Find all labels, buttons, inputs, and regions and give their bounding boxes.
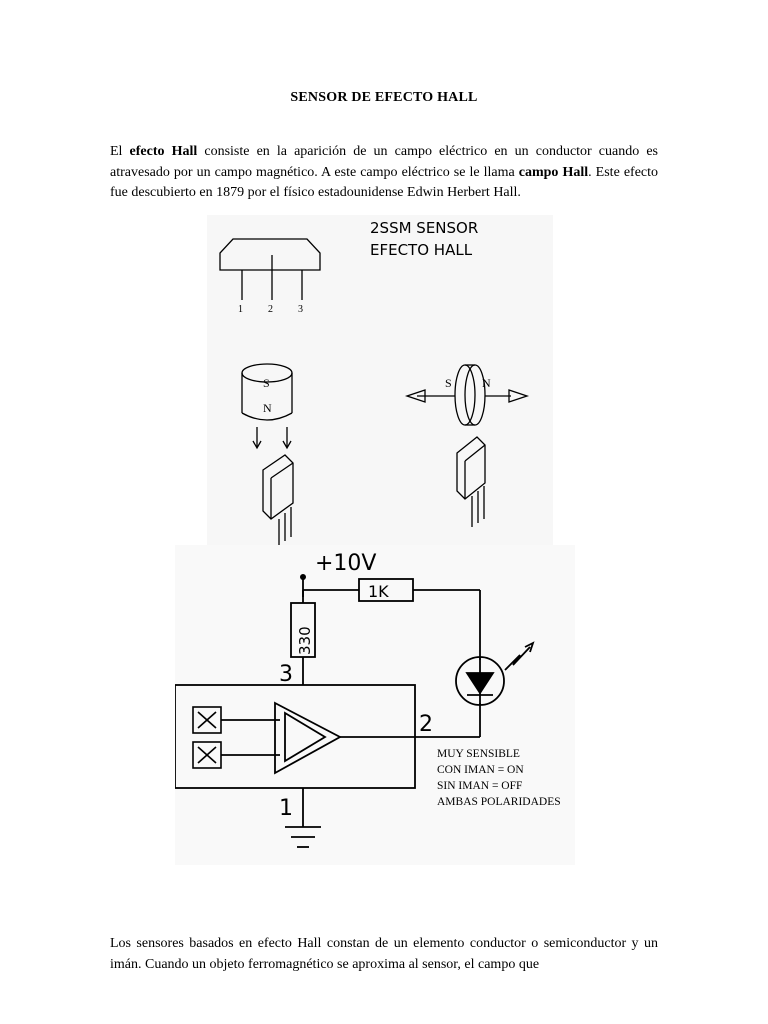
field-arrows-down <box>252 427 292 450</box>
note-line-1: MUY SENSIBLE <box>437 748 520 760</box>
hall-sensor-figure: 2SSM SENSOR EFECTO HALL 1 2 3 S N <box>175 215 575 865</box>
page-title: SENSOR DE EFECTO HALL <box>290 90 478 105</box>
circuit-wires <box>175 577 481 848</box>
intro-text-2: consiste en la aparición de un campo elé… <box>110 144 658 180</box>
hall-element-boxes <box>192 706 222 769</box>
terminal-1-label: 1 <box>279 796 293 821</box>
magnet-left-bottom-pole: N <box>263 401 272 415</box>
resistor-1k <box>358 578 414 602</box>
magnet-right-left-pole: S <box>445 376 452 390</box>
intro-bold-1: efecto Hall <box>129 144 198 159</box>
resistor-330-label: 330 <box>296 626 314 655</box>
magnet-right-right-pole: N <box>482 376 491 390</box>
closing-paragraph: Los sensores basados en efecto Hall cons… <box>110 936 658 972</box>
intro-text-1: El <box>110 144 130 159</box>
pin-label-3: 3 <box>298 304 303 315</box>
magnet-disc <box>454 364 486 426</box>
intro-paragraph: El efecto Hall consiste en la aparición … <box>110 142 658 204</box>
pin-label-2: 2 <box>268 304 273 315</box>
note-line-3: SIN IMAN = OFF <box>437 780 522 792</box>
note-line-4: AMBAS POLARIDADES <box>437 796 561 808</box>
magnet-vertical <box>241 363 293 421</box>
field-arrows-horizontal <box>404 389 530 403</box>
note-line-2: CON IMAN = ON <box>437 764 524 776</box>
hall-sensor-diagram: 2SSM SENSOR EFECTO HALL 1 2 3 S N <box>175 215 575 865</box>
sensor-package-outline <box>219 238 321 300</box>
amplifier-symbol <box>274 701 342 775</box>
magnet-left-top-pole: S <box>263 376 270 390</box>
figure-title-line2: EFECTO HALL <box>370 241 473 259</box>
led-symbol <box>455 641 535 706</box>
scan-panel-top <box>207 215 553 545</box>
resistor-330 <box>290 602 316 658</box>
figure-title-line1: 2SSM SENSOR <box>370 219 478 237</box>
sensor-body-left <box>262 454 294 545</box>
terminal-3-label: 3 <box>279 662 293 687</box>
supply-voltage-label: +10V <box>315 551 376 576</box>
sensor-body-right <box>456 436 486 527</box>
intro-bold-2: campo Hall <box>518 164 589 180</box>
terminal-2-label: 2 <box>419 712 433 737</box>
supply-node <box>300 574 306 580</box>
pin-label-1: 1 <box>238 304 243 315</box>
resistor-1k-label: 1K <box>368 582 389 601</box>
intro-text-3: . Este efecto fue descubierto en 1879 po… <box>110 164 659 201</box>
